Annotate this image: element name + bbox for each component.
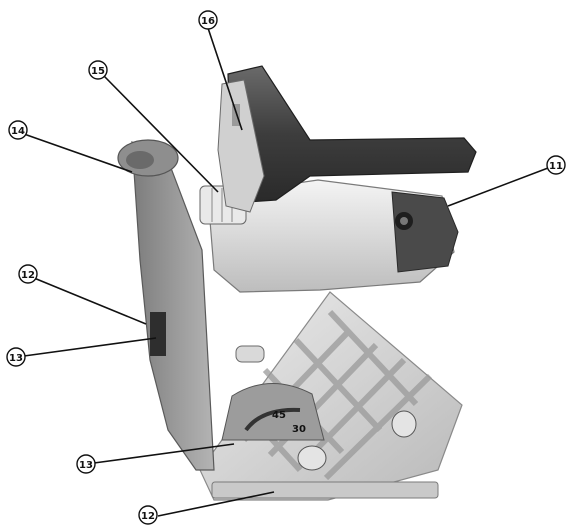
- rear-knob: [391, 410, 417, 438]
- svg-text:15: 15: [91, 66, 105, 77]
- blade-guard: [131, 140, 215, 471]
- callouts: 16 15 14 11 12 13 13 12: [6, 10, 566, 525]
- svg-text:13: 13: [79, 460, 93, 471]
- svg-text:16: 16: [201, 16, 215, 27]
- svg-text:12: 12: [141, 511, 155, 522]
- callout-14: 14: [8, 120, 28, 140]
- leader-14: [23, 133, 133, 173]
- svg-text:11: 11: [549, 161, 563, 172]
- leader-15: [103, 75, 219, 193]
- callout-13-upper: 13: [6, 347, 26, 367]
- handle-front-panel: [217, 79, 265, 213]
- base-front-rail: [211, 481, 439, 499]
- top-handle: [227, 65, 477, 203]
- leader-12b: [157, 491, 275, 517]
- leader-13b: [93, 443, 235, 464]
- svg-text:13: 13: [9, 353, 23, 364]
- saw-illustration: 45 30: [117, 65, 477, 501]
- leader-11: [447, 167, 549, 207]
- callout-13-lower: 13: [76, 454, 96, 474]
- callout-12-lower: 12: [138, 505, 158, 525]
- leader-16: [207, 27, 243, 131]
- leader-12a: [33, 277, 147, 325]
- svg-text:12: 12: [21, 270, 35, 281]
- front-knob: [297, 445, 327, 471]
- lower-clamp: [235, 345, 265, 363]
- scale-label-45: 45: [272, 410, 286, 421]
- motor-end-cap: [391, 191, 459, 273]
- guard-slot: [150, 312, 166, 356]
- motor-housing: [207, 179, 455, 293]
- svg-text:14: 14: [11, 126, 25, 137]
- callout-16: 16: [198, 10, 218, 30]
- callout-15: 15: [88, 60, 108, 80]
- scale-label-30: 30: [292, 424, 306, 435]
- leader-lines: [23, 27, 549, 517]
- leader-13a: [23, 337, 157, 357]
- callout-11: 11: [546, 155, 566, 175]
- callout-12-upper: 12: [18, 264, 38, 284]
